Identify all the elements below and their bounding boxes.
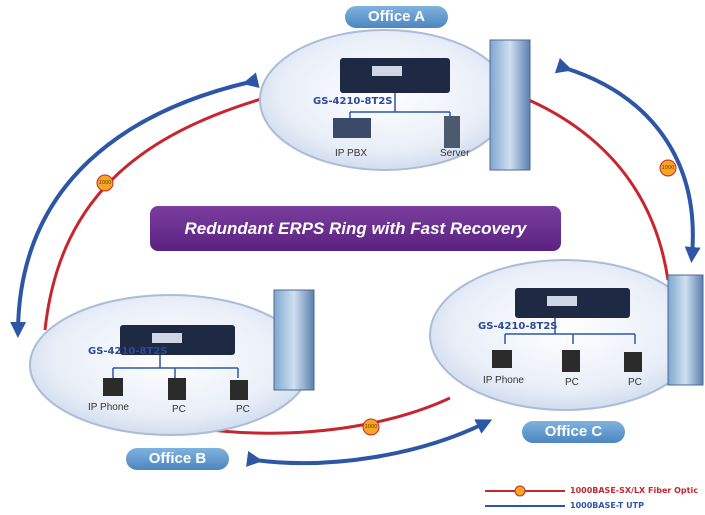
device-label-pc: PC bbox=[628, 377, 642, 388]
server-icon bbox=[444, 116, 460, 148]
pc-icon bbox=[168, 378, 186, 400]
office-a-label: Office A bbox=[345, 6, 448, 28]
fiber-marker-bottom bbox=[362, 418, 380, 436]
ip-pbx-icon bbox=[333, 118, 371, 138]
legend-fiber-label: 1000BASE-SX/LX Fiber Optic bbox=[570, 486, 698, 495]
device-label-ip-phone: IP Phone bbox=[88, 402, 129, 413]
office-c-label: Office C bbox=[522, 421, 625, 443]
office-a-switch-model: GS-4210-8T2S bbox=[313, 96, 393, 107]
device-label-pc: PC bbox=[236, 404, 250, 415]
office-b-switch-model: GS-4210-8T2S bbox=[88, 346, 168, 357]
fiber-marker-left bbox=[96, 174, 114, 192]
device-label-server: Server bbox=[440, 148, 470, 159]
office-a-site bbox=[259, 29, 531, 171]
ip-phone-icon bbox=[492, 350, 512, 368]
fiber-marker-right bbox=[659, 159, 677, 177]
pc-icon bbox=[562, 350, 580, 372]
device-label-ip-phone: IP Phone bbox=[483, 375, 524, 386]
ip-phone-icon bbox=[103, 378, 123, 396]
legend-utp-label: 1000BASE-T UTP bbox=[570, 501, 644, 510]
pc-icon bbox=[230, 380, 248, 400]
fiber-tag-bottom: 1000 bbox=[364, 424, 378, 430]
pc-icon bbox=[624, 352, 642, 372]
office-b-site bbox=[29, 289, 315, 436]
device-label-pc: PC bbox=[565, 377, 579, 388]
building-icon bbox=[489, 39, 531, 171]
utp-arrows bbox=[10, 57, 701, 467]
office-c-site bbox=[429, 259, 704, 411]
legend-lines bbox=[485, 485, 565, 507]
office-b-label: Office B bbox=[126, 448, 229, 470]
fiber-tag-right: 1000 bbox=[661, 165, 675, 171]
ring-banner: Redundant ERPS Ring with Fast Recovery bbox=[150, 206, 561, 251]
device-label-ip-pbx: IP PBX bbox=[335, 148, 368, 159]
fiber-tag-left: 1000 bbox=[98, 180, 112, 186]
office-c-switch-model: GS-4210-8T2S bbox=[478, 321, 558, 332]
building-icon bbox=[667, 274, 704, 386]
building-icon bbox=[273, 289, 315, 391]
device-label-pc: PC bbox=[172, 404, 186, 415]
